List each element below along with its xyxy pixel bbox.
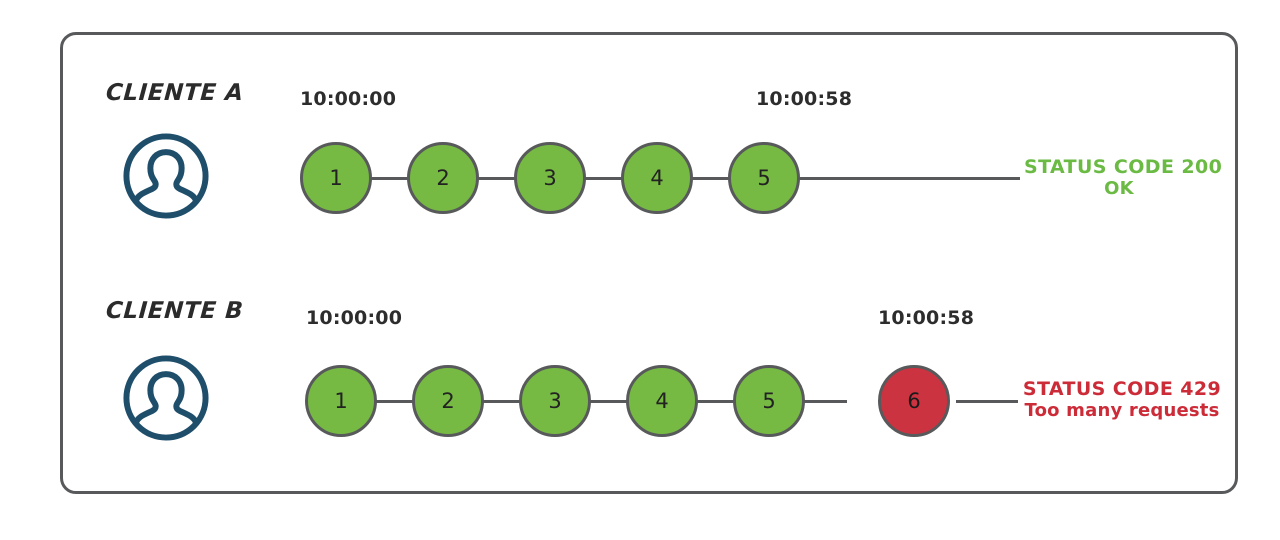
- chain-link: [589, 400, 633, 403]
- chain-link-to-status: [798, 177, 1020, 180]
- status-code-b: STATUS CODE 429: [1022, 378, 1222, 400]
- request-node[interactable]: 4: [626, 365, 698, 437]
- chain-link: [803, 400, 847, 403]
- request-node[interactable]: 1: [305, 365, 377, 437]
- request-node[interactable]: 5: [728, 142, 800, 214]
- request-node[interactable]: 5: [733, 365, 805, 437]
- request-node[interactable]: 1: [300, 142, 372, 214]
- request-node[interactable]: 3: [514, 142, 586, 214]
- client-label-b: CLIENTE B: [105, 298, 245, 324]
- request-node[interactable]: 2: [407, 142, 479, 214]
- status-code-a: STATUS CODE 200: [1024, 156, 1223, 178]
- status-badge-b: STATUS CODE 429 Too many requests: [1022, 378, 1222, 422]
- chain-link: [375, 400, 419, 403]
- chain-link: [696, 400, 740, 403]
- timestamp-start-a: 10:00:00: [300, 88, 397, 110]
- chain-link-to-status: [956, 400, 1018, 403]
- chain-link: [370, 177, 414, 180]
- status-badge-a: STATUS CODE 200 OK: [1024, 156, 1223, 200]
- timestamp-end-b: 10:00:58: [878, 307, 975, 329]
- client-label-a: CLIENTE A: [105, 80, 245, 106]
- user-avatar-icon: [120, 130, 212, 222]
- request-node[interactable]: 3: [519, 365, 591, 437]
- status-message-b: Too many requests: [1024, 400, 1220, 422]
- chain-link: [477, 177, 521, 180]
- chain-link: [691, 177, 735, 180]
- timestamp-end-a: 10:00:58: [756, 88, 853, 110]
- request-node[interactable]: 2: [412, 365, 484, 437]
- request-node-blocked[interactable]: 6: [878, 365, 950, 437]
- chain-link: [584, 177, 628, 180]
- user-avatar-icon: [120, 352, 212, 444]
- timestamp-start-b: 10:00:00: [306, 307, 403, 329]
- status-message-a: OK: [1104, 178, 1134, 200]
- chain-link: [482, 400, 526, 403]
- request-node[interactable]: 4: [621, 142, 693, 214]
